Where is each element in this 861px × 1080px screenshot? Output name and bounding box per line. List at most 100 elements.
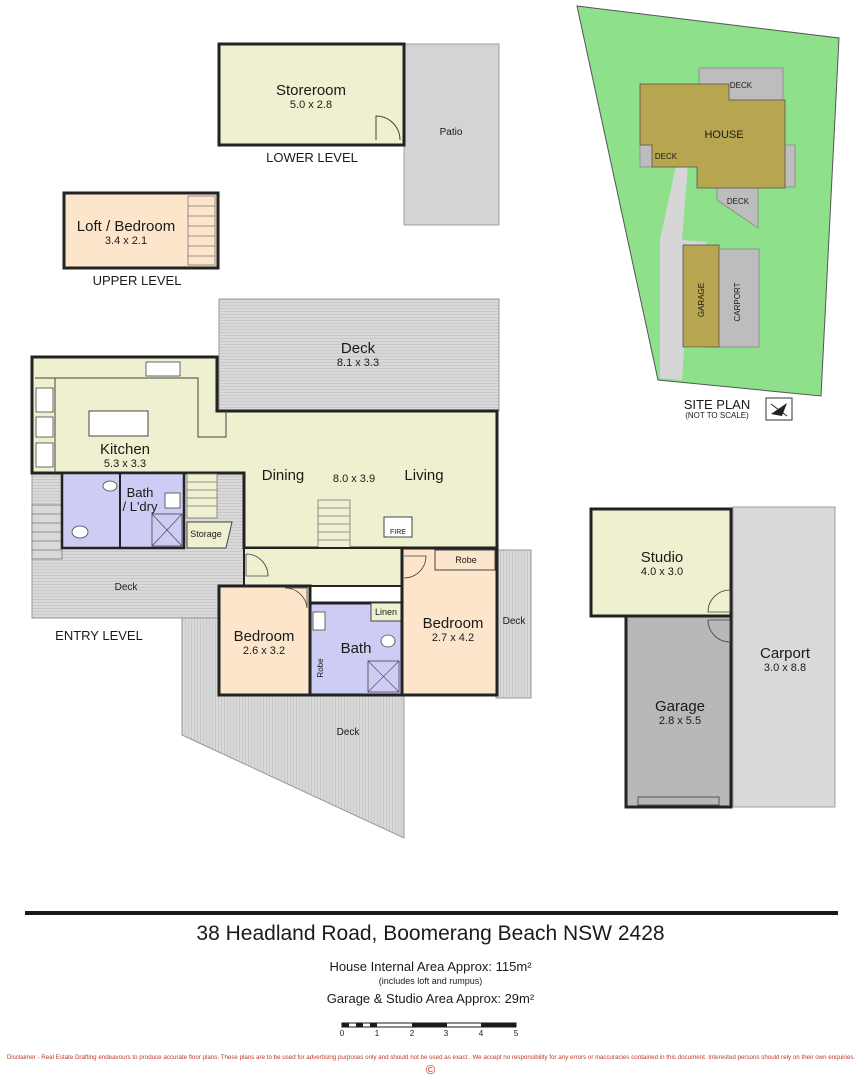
site-plan: DECK HOUSE DECK DECK GARAGE CARPORT SITE… — [576, 5, 840, 421]
bedroom-1-name: Bedroom — [234, 628, 295, 645]
deck-right — [495, 549, 532, 699]
entry-steps — [31, 504, 63, 560]
deck-top-dims: 8.1 x 3.3 — [337, 357, 379, 369]
site-deck-bottom-label: DECK — [727, 197, 750, 206]
site-deck-right — [784, 144, 796, 188]
site-house-label: HOUSE — [704, 129, 743, 141]
linen-label: Linen — [375, 607, 397, 617]
loft-dims: 3.4 x 2.1 — [105, 235, 147, 247]
studio-room — [589, 507, 733, 618]
footer-rule — [25, 911, 838, 915]
kitchen-dims: 5.3 x 3.3 — [104, 458, 146, 470]
site-carport — [717, 248, 760, 348]
carport-dims: 3.0 x 8.8 — [764, 662, 806, 674]
scale-tick-3: 3 — [444, 1029, 449, 1038]
scale-bar: 0 1 2 3 4 5 — [340, 1022, 519, 1038]
deck-bottom-label: Deck — [337, 727, 361, 738]
disclaimer: Disclaimer - Real Estate Drafting endeav… — [6, 1054, 856, 1061]
copyright-symbol: © — [425, 1062, 436, 1077]
garage-room — [624, 614, 733, 809]
site-plan-subtitle: (NOT TO SCALE) — [685, 411, 749, 420]
bedroom-1-door — [284, 587, 308, 609]
patio-area — [403, 43, 500, 226]
site-deck-top-label: DECK — [730, 81, 753, 90]
bedroom-1-dims: 2.6 x 3.2 — [243, 645, 285, 657]
storeroom-room — [217, 42, 406, 147]
storage-cupboard — [186, 521, 233, 549]
compass-icon — [765, 397, 793, 421]
living-label: Living — [404, 467, 443, 484]
scale-tick-0: 0 — [340, 1029, 345, 1038]
garage-door — [637, 796, 720, 806]
studio-dims: 4.0 x 3.0 — [641, 566, 683, 578]
stair-flight — [317, 499, 351, 549]
fire-label: FIRE — [390, 529, 406, 536]
bedroom-2-robe — [434, 549, 496, 571]
hallway — [243, 547, 403, 587]
lower-level: Storeroom 5.0 x 2.8 Patio LOWER LEVEL — [217, 42, 500, 226]
bedroom-2-name: Bedroom — [423, 615, 484, 632]
site-garage — [682, 244, 720, 348]
loft-name: Loft / Bedroom — [77, 218, 175, 235]
laundry-toilet — [71, 525, 89, 539]
garage-side-door — [707, 619, 731, 643]
site-deck-left-label: DECK — [655, 152, 678, 161]
bath-toilet — [380, 634, 396, 648]
bath-label: Bath — [341, 640, 372, 657]
scale-tick-2: 2 — [410, 1029, 415, 1038]
property-address: 38 Headland Road, Boomerang Beach NSW 24… — [196, 922, 665, 945]
kitchen-oven — [35, 416, 54, 438]
robe-2-label: Robe — [455, 555, 477, 565]
studio-door — [707, 589, 731, 613]
kitchen-fridge — [35, 442, 54, 468]
outbuildings: Studio 4.0 x 3.0 Garage 2.8 x 5.5 Carpor… — [589, 506, 836, 809]
bath-vanity — [312, 611, 326, 631]
kitchen-name: Kitchen — [100, 441, 150, 458]
upper-level: Loft / Bedroom 3.4 x 2.1 UPPER LEVEL — [62, 191, 220, 288]
patio-label: Patio — [440, 127, 463, 138]
garage-studio-area: Garage & Studio Area Approx: 29m² — [326, 991, 535, 1006]
storeroom-door — [375, 115, 401, 141]
carport-name: Carport — [760, 645, 811, 662]
loft-stair — [187, 195, 216, 266]
upper-level-label: UPPER LEVEL — [93, 273, 182, 288]
site-garage-label: GARAGE — [697, 283, 706, 317]
living-dims: 8.0 x 3.9 — [333, 473, 375, 485]
bedroom-2-room — [400, 546, 499, 697]
bath-laundry-label-1: Bath — [127, 485, 154, 500]
bedroom-2-door — [403, 555, 427, 579]
entry-level: Deck 8.1 x 3.3 Kitchen 5.3 x 3.3 Dining … — [30, 298, 532, 839]
kitchen-island — [88, 410, 149, 437]
studio-name: Studio — [641, 549, 684, 566]
storeroom-name: Storeroom — [276, 82, 346, 99]
deck-top-name: Deck — [341, 340, 376, 357]
fireplace — [383, 516, 413, 538]
carport-area — [732, 506, 836, 808]
scale-tick-1: 1 — [375, 1029, 380, 1038]
laundry-tub — [164, 492, 181, 509]
house-area: House Internal Area Approx: 115m² — [329, 959, 532, 974]
dining-label: Dining — [262, 467, 305, 484]
scale-tick-4: 4 — [479, 1029, 484, 1038]
laundry-basin — [102, 480, 118, 492]
kitchen-bench-outline — [35, 377, 227, 473]
site-carport-label: CARPORT — [733, 282, 742, 321]
lower-level-label: LOWER LEVEL — [266, 150, 358, 165]
deck-top — [218, 298, 500, 412]
kitchen-sink — [145, 361, 181, 377]
house-area-note: (includes loft and rumpus) — [378, 976, 483, 986]
garage-dims: 2.8 x 5.5 — [659, 715, 701, 727]
bath-laundry-label-2: / L'dry — [123, 499, 158, 514]
storage-label: Storage — [190, 529, 222, 539]
garage-name: Garage — [655, 698, 705, 715]
hall-door — [245, 553, 269, 577]
robe-1-label: Robe — [316, 658, 325, 678]
bedroom-2-dims: 2.7 x 4.2 — [432, 632, 474, 644]
site-plan-title: SITE PLAN — [684, 397, 750, 412]
kitchen-cooktop — [35, 387, 54, 413]
storeroom-dims: 5.0 x 2.8 — [290, 99, 332, 111]
scale-tick-5: 5 — [514, 1029, 519, 1038]
entry-level-label: ENTRY LEVEL — [55, 628, 143, 643]
deck-left-label: Deck — [115, 582, 139, 593]
